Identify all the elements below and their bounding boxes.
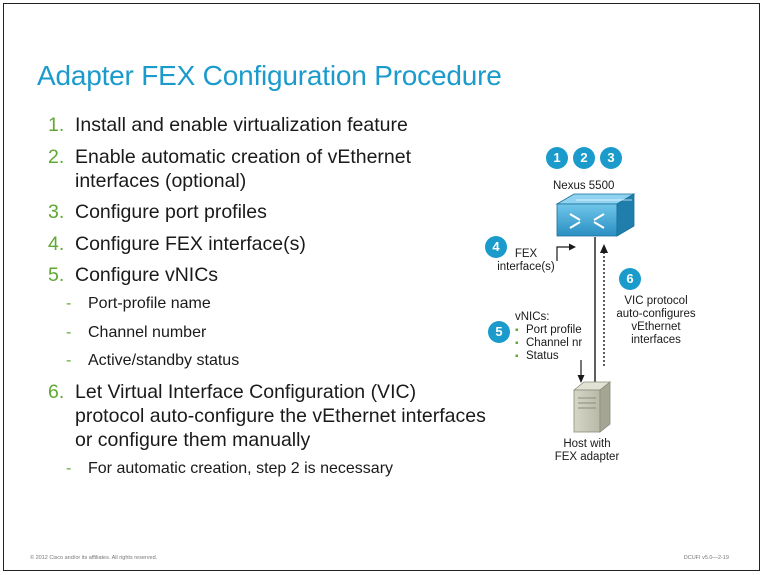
vic-label-line: auto-configures bbox=[616, 308, 696, 320]
step-text: Configure FEX interface(s) bbox=[75, 233, 306, 255]
topology-diagram bbox=[555, 193, 636, 433]
step-3: 3. Configure port profiles bbox=[48, 200, 267, 224]
vnics-item: Port profile bbox=[515, 324, 582, 337]
slide-title: Adapter FEX Configuration Procedure bbox=[37, 60, 502, 91]
step-2: 2. Enable automatic creation of vEthernet… bbox=[48, 145, 411, 193]
step-4: 4. Configure FEX interface(s) bbox=[48, 232, 306, 256]
fex-interface-label: FEX interface(s) bbox=[497, 248, 555, 274]
step-text: Install and enable virtualization featur… bbox=[75, 114, 408, 136]
vic-label-line: VIC protocol bbox=[624, 295, 688, 307]
step-text: Configure port profiles bbox=[75, 201, 267, 223]
dash-marker: - bbox=[66, 352, 72, 369]
host-label-line: Host with bbox=[563, 438, 611, 450]
host-label: Host with FEX adapter bbox=[549, 438, 625, 464]
vic-label-line: interfaces bbox=[631, 334, 681, 346]
step-5-sub-item: -Channel number bbox=[66, 324, 206, 342]
vnics-title: vNICs: bbox=[515, 311, 550, 323]
nexus-switch-icon bbox=[555, 193, 636, 237]
host-label-line: FEX adapter bbox=[554, 451, 620, 463]
step-badge-4: 4 bbox=[485, 236, 507, 258]
sub-item-text: Channel number bbox=[88, 324, 207, 341]
vnics-item: Channel nr bbox=[515, 337, 582, 350]
step-number: 3. bbox=[48, 201, 65, 223]
step-badge-6: 6 bbox=[619, 268, 641, 290]
vnics-list: Port profile Channel nr Status bbox=[515, 324, 582, 363]
vnics-label: vNICs: Port profile Channel nr Status bbox=[515, 311, 582, 363]
sub-item-text: Active/standby status bbox=[88, 352, 240, 369]
step-number: 1. bbox=[48, 114, 65, 136]
host-server-icon bbox=[572, 381, 612, 433]
step-badge-1: 1 bbox=[546, 147, 568, 169]
step-6-sub-item: -For automatic creation, step 2 is neces… bbox=[66, 460, 393, 478]
fex-arrowhead bbox=[569, 243, 576, 251]
fex-label-line: interface(s) bbox=[497, 261, 555, 273]
step-5: 5. Configure vNICs bbox=[48, 263, 218, 287]
step-text-line: Enable automatic creation of vEthernet bbox=[75, 146, 412, 168]
step-6: 6. Let Virtual Interface Configuration (V… bbox=[48, 380, 486, 452]
step-text-line: protocol auto-configure the vEthernet in… bbox=[75, 405, 486, 427]
step-text-line: or configure them manually bbox=[75, 429, 311, 451]
step-badge-5: 5 bbox=[488, 321, 510, 343]
dash-marker: - bbox=[66, 295, 72, 312]
vnic-arrowhead bbox=[577, 375, 585, 383]
dash-marker: - bbox=[66, 324, 72, 341]
step-text-line: Let Virtual Interface Configuration (VIC… bbox=[75, 381, 417, 403]
vic-label-line: vEthernet bbox=[631, 321, 681, 333]
step-badge-3: 3 bbox=[600, 147, 622, 169]
step-1: 1. Install and enable virtualization feat… bbox=[48, 113, 408, 137]
course-page-footer: DCUFI v5.0—2-19 bbox=[683, 555, 729, 561]
vnics-item: Status bbox=[515, 350, 582, 363]
step-5-sub-item: -Active/standby status bbox=[66, 352, 239, 370]
dash-marker: - bbox=[66, 460, 72, 477]
copyright-footer: © 2012 Cisco and/or its affiliates. All … bbox=[30, 555, 158, 561]
vic-label: VIC protocol auto-configures vEthernet i… bbox=[610, 295, 702, 347]
step-5-sub-item: -Port-profile name bbox=[66, 295, 211, 313]
step-number: 5. bbox=[48, 264, 65, 286]
sub-item-text: For automatic creation, step 2 is necess… bbox=[88, 460, 394, 477]
step-number: 4. bbox=[48, 233, 65, 255]
vic-arrowhead bbox=[600, 244, 608, 253]
step-number: 6. bbox=[48, 381, 65, 403]
slide: Adapter FEX Configuration Procedure 1. In… bbox=[3, 3, 760, 571]
switch-label: Nexus 5500 bbox=[553, 180, 615, 192]
fex-label-line: FEX bbox=[514, 248, 538, 260]
step-text: Configure vNICs bbox=[75, 264, 219, 286]
step-text-line: interfaces (optional) bbox=[75, 170, 247, 192]
step-number: 2. bbox=[48, 146, 65, 168]
sub-item-text: Port-profile name bbox=[88, 295, 211, 312]
fex-arrow bbox=[556, 246, 570, 261]
step-badge-2: 2 bbox=[573, 147, 595, 169]
